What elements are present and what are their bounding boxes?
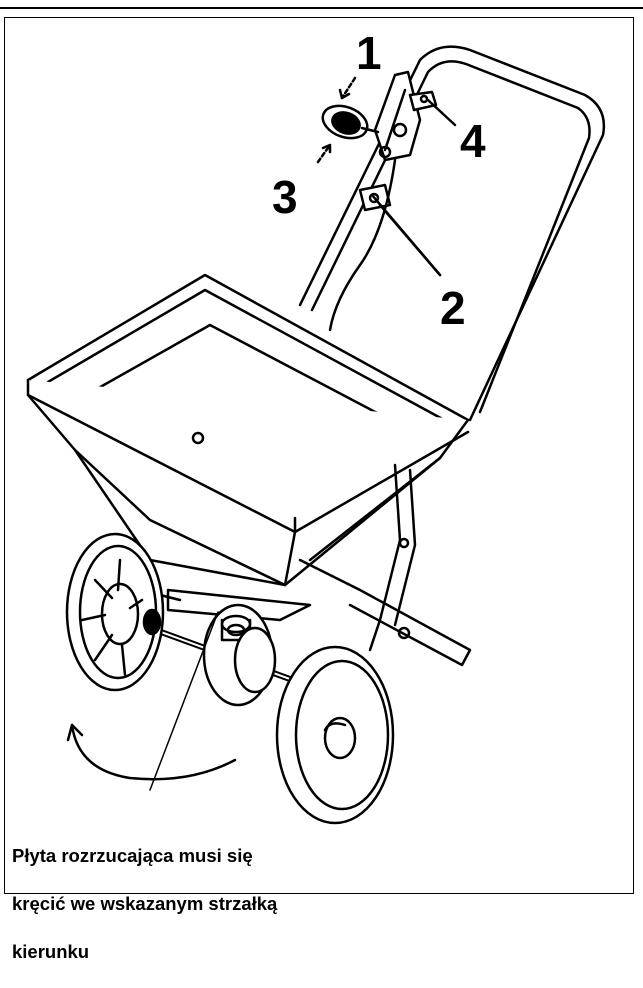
left-wheel: [65, 532, 165, 692]
hopper: [26, 273, 470, 587]
caption-line-2: kręcić we wskazanym strzałką: [12, 893, 278, 914]
callout-label-3: 3: [272, 171, 298, 223]
rotation-arrow: [66, 611, 237, 791]
adjustment-knob: [321, 104, 380, 140]
handle-frame: [298, 45, 606, 422]
figure-frame: [4, 17, 634, 894]
right-wheel: [275, 645, 395, 825]
callout-label-1: 1: [356, 27, 382, 79]
callout-label-2: 2: [440, 282, 466, 334]
callout-label-4: 4: [460, 115, 486, 167]
callout-arrows: [316, 76, 457, 277]
spinner-gearbox: [202, 603, 277, 707]
caption-line-1: Płyta rozrzucająca musi się: [12, 845, 253, 866]
spreader-illustration: [26, 45, 606, 825]
figure-caption: Płyta rozrzucająca musi się kręcić we ws…: [12, 820, 392, 988]
top-rule: [0, 7, 643, 9]
caption-line-3: kierunku: [12, 941, 90, 962]
